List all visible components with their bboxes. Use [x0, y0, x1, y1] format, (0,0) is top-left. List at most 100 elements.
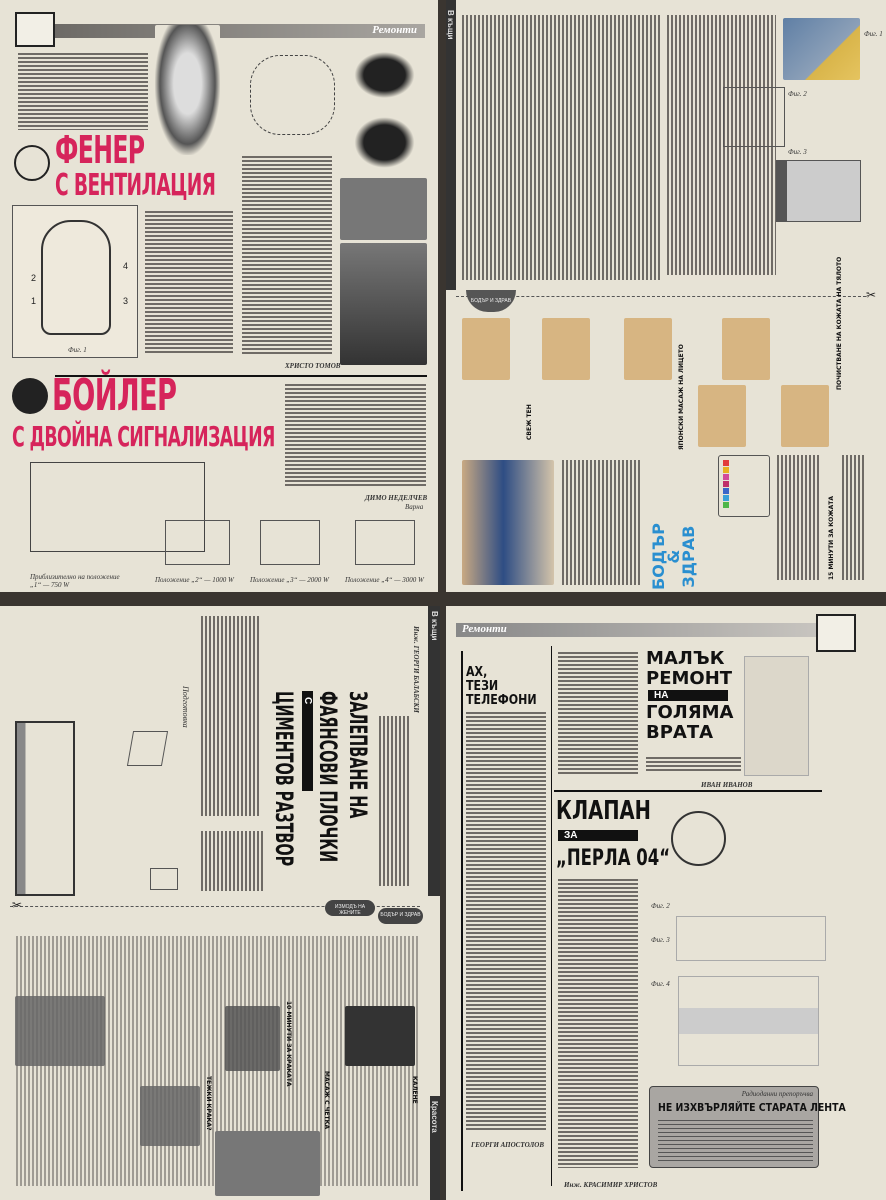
tiles-text-2: [666, 15, 776, 275]
door-title-line2: РЕМОНТ: [646, 668, 733, 689]
feature-title: БОДЪР & ЗДРАВ: [649, 523, 698, 590]
badge-2: БОДЪР И ЗДРАВ: [378, 908, 423, 924]
brush-photo: [345, 1006, 415, 1066]
bottom-tab: Красота: [430, 1096, 440, 1200]
phones-author: ГЕОРГИ АПОСТОЛОВ: [471, 1141, 544, 1149]
color-chart: [718, 455, 770, 517]
chair-icon: [14, 145, 50, 181]
side-tab-label: В къщи: [430, 611, 439, 641]
tiles-subheading: Подготовка: [181, 686, 190, 728]
lamp-tool-photo: [340, 243, 427, 365]
valve-section-diagram: [678, 976, 819, 1066]
exercise-photo-2: [225, 1006, 280, 1071]
boiler-text: [285, 383, 426, 488]
intro-text: [18, 52, 148, 130]
valve-part-diagram: [676, 916, 826, 961]
lantern-photo: [155, 25, 220, 155]
caption-position-2: Положение „2“ — 1000 W: [155, 576, 234, 584]
section-label: Ремонти: [372, 24, 417, 36]
door-title-line3: ГОЛЯМА: [646, 702, 734, 723]
phones-title: АХ, ТЕЗИ ТЕЛЕФОНИ: [466, 666, 537, 708]
repair-logo-icon: [816, 614, 856, 652]
lamp-ring-photo: [340, 178, 427, 240]
side-tab-label: В къщи: [446, 10, 455, 40]
face-photo-1: [462, 318, 510, 380]
heading-hardening: КАЛЕНЕ: [411, 1076, 418, 1104]
caption-position-3: Положение „3“ — 2000 W: [250, 576, 329, 584]
face-photo-2: [542, 318, 590, 380]
side-tab: В къщи: [428, 606, 440, 896]
hinge-diagram: [744, 656, 809, 776]
tiles-diagram-tile: [126, 731, 169, 766]
circuit-diagram-3: [260, 520, 320, 565]
bodar-text-1: [561, 460, 641, 585]
section-band: Ремонти: [456, 623, 816, 637]
feature-title-3: ЗДРАВ: [679, 525, 698, 588]
page-tiles-beauty: В къщи Инж. ГЕОРГИ БАЛАБСКИ ЗАЛЕПВАНЕ НА…: [0, 606, 440, 1200]
color-swatch: [723, 474, 729, 480]
boiler-title-line1: БОЙЛЕР: [52, 370, 177, 421]
page-bodar-zdrav: В къщи Фиг. 1 Фиг. 2 Фиг. 3 ✂ БОДЪР И ЗД…: [446, 0, 886, 592]
fener-text-col1: [145, 210, 233, 355]
valve-text: [558, 878, 638, 1168]
circuit-diagram-2: [165, 520, 230, 565]
phones-border: [461, 651, 551, 1191]
ad-box: Радиоданни препоръчва НЕ ИЗХВЪРЛЯЙТЕ СТА…: [649, 1086, 846, 1168]
bodar-text-2: [776, 455, 821, 580]
caption-position-4: Положение „4“ — 3000 W: [345, 576, 424, 584]
grout-diagram: [776, 160, 861, 222]
tiles-diagram-tile-2: [150, 868, 178, 890]
exercise-photo-3: [140, 1086, 200, 1146]
color-swatch: [723, 502, 729, 508]
tiles-title-line2: ФАЯНСОВИ ПЛОЧКИ: [314, 691, 342, 863]
door-title-line1: МАЛЪК: [646, 648, 725, 669]
tiles-text-col1: [378, 716, 410, 886]
door-title-line4: ВРАТА: [646, 722, 714, 743]
tile-photo: [783, 18, 860, 80]
tile-diagram: [723, 87, 785, 147]
caption-position-1: Приблизително на положение „1“ — 750 W: [30, 573, 120, 589]
valve-title-connector: ЗА: [558, 830, 638, 841]
cut-line: [10, 906, 420, 907]
divider: [55, 375, 427, 377]
heading-fresh-tan: СВЕЖ ТЕН: [526, 404, 533, 440]
section-band: Ремонти: [55, 24, 425, 38]
boiler-author: ДИМО НЕДЕЛЧЕВ: [365, 494, 428, 502]
callout-1: 1: [31, 296, 37, 306]
heading-japanese-massage: ЯПОНСКИ МАСАЖ НА ЛИЦЕТО: [678, 344, 685, 450]
scissors-icon: ✂: [12, 898, 23, 912]
cartoon-illustration: [250, 55, 335, 135]
color-swatch: [723, 481, 729, 487]
page-repairs: Ремонти АХ, ТЕЗИ ТЕЛЕФОНИ ГЕОРГИ АПОСТОЛ…: [446, 606, 886, 1200]
fig-3: Фиг. 3: [788, 148, 807, 156]
color-swatch: [723, 495, 729, 501]
tiles-text-col2: [200, 616, 260, 816]
figure-caption: Фиг. 1: [68, 346, 87, 354]
valve-author: Инж. КРАСИМИР ХРИСТОВ: [564, 1181, 658, 1189]
door-text: [558, 651, 638, 776]
fig-2: Фиг. 2: [788, 90, 807, 98]
scissors-icon: ✂: [866, 288, 877, 302]
color-swatch: [723, 488, 729, 494]
circuit-diagram-4: [355, 520, 415, 565]
phones-divider: [551, 646, 552, 1186]
face-photo-4: [722, 318, 770, 380]
color-swatch: [723, 467, 729, 473]
legs-photo: [215, 1131, 320, 1196]
badge: БОДЪР И ЗДРАВ: [466, 290, 516, 312]
heading-brush-massage: МАСАЖ С ЧЕТКА: [323, 1071, 330, 1130]
badge-1: ИЗМОДЪ НА ЖЕНИТЕ: [325, 900, 375, 916]
fig-2: Фиг. 2: [651, 902, 670, 910]
heading-legs: 10 МИНУТИ ЗА КРАКАТА: [285, 1001, 292, 1087]
cut-line: [456, 296, 866, 297]
callout-4: 4: [123, 261, 129, 271]
fener-author: ХРИСТО ТОМОВ: [285, 362, 341, 370]
boiler-title-line2: С ДВОЙНА СИГНАЛИЗАЦИЯ: [12, 420, 275, 453]
heading-body-skin: ПОЧИСТВАНЕ НА КОЖАТА НА ТЯЛОТО: [836, 256, 843, 390]
fig-4: Фиг. 4: [651, 980, 670, 988]
door-title-connector: НА: [648, 690, 728, 701]
side-tab: В къщи: [446, 0, 456, 290]
section-label: Ремонти: [462, 623, 507, 635]
tiles-author: Инж. ГЕОРГИ БАЛАБСКИ: [412, 626, 420, 713]
door-text-2: [646, 756, 741, 772]
